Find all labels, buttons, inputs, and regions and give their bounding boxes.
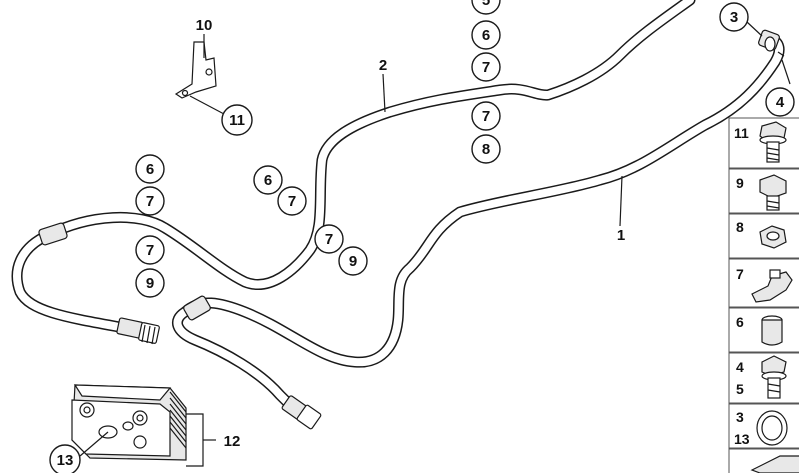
svg-text:7: 7 (288, 193, 296, 210)
label-10: 10 (196, 17, 213, 34)
bracket-10 (174, 41, 217, 99)
svg-text:8: 8 (482, 141, 490, 158)
callout-7-left2: 7 (135, 235, 165, 265)
callout-6-left: 6 (135, 154, 165, 184)
callout-11: 11 (221, 104, 253, 136)
svg-text:6: 6 (146, 161, 154, 178)
callout-7-center: 7 (277, 186, 307, 216)
legend-label: 6 (736, 314, 744, 330)
callout-7-center2: 7 (314, 224, 344, 254)
svg-text:4: 4 (776, 94, 785, 111)
svg-text:13: 13 (57, 452, 74, 469)
svg-text:5: 5 (482, 0, 490, 9)
label-2: 2 (379, 57, 387, 74)
legend-panel: 11 9 8 7 6 4 5 3 13 (728, 117, 799, 473)
legend-label: 8 (736, 219, 744, 235)
callout-13: 13 (49, 444, 81, 473)
callout-9-center: 9 (338, 246, 368, 276)
leader-lines (79, 21, 791, 467)
callout-7-mid: 7 (471, 101, 501, 131)
callout-9-left: 9 (135, 268, 165, 298)
plain-labels: 10 2 1 12 (196, 17, 626, 450)
label-1: 1 (617, 227, 625, 244)
pipe-line-1 (179, 32, 785, 368)
legend-label: 3 (736, 409, 744, 425)
flange-bolt-icon (759, 121, 787, 163)
svg-text:11: 11 (229, 112, 245, 129)
connector-left (116, 317, 160, 345)
hose-line-2 (11, 222, 160, 345)
callout-7-left: 7 (135, 186, 165, 216)
legend-label: 13 (734, 431, 750, 447)
callout-4: 4 (765, 87, 795, 117)
seal-ring-icon (756, 410, 788, 446)
svg-text:6: 6 (264, 172, 272, 189)
label-12: 12 (224, 433, 241, 450)
svg-text:7: 7 (482, 59, 490, 76)
legend-label: 7 (736, 266, 744, 282)
hose-line-1 (172, 295, 322, 430)
sleeve-icon (761, 315, 783, 346)
svg-text:9: 9 (349, 253, 357, 270)
pipe-end-fitting (758, 29, 780, 52)
svg-text:9: 9 (146, 275, 154, 292)
callout-7-top: 7 (471, 52, 501, 82)
clip-icon (751, 269, 793, 303)
svg-text:7: 7 (146, 193, 154, 210)
callouts: 5 6 7 7 8 3 4 11 6 7 7 9 6 7 7 9 13 (49, 0, 795, 473)
collar-bolt-icon (761, 355, 787, 399)
nut-icon (759, 225, 787, 249)
svg-text:7: 7 (482, 108, 490, 125)
callout-3: 3 (719, 2, 749, 32)
svg-text:3: 3 (730, 9, 738, 26)
connector-center (281, 395, 322, 430)
svg-text:7: 7 (325, 231, 333, 248)
legend-label: 9 (736, 175, 744, 191)
svg-text:6: 6 (482, 27, 490, 44)
legend-label: 4 (736, 359, 744, 375)
pipe-line-2 (42, 0, 696, 290)
svg-text:7: 7 (146, 242, 154, 259)
legend-label: 5 (736, 381, 744, 397)
callout-8: 8 (471, 134, 501, 164)
callout-6-top: 6 (471, 20, 501, 50)
callout-6-center: 6 (253, 165, 283, 195)
hex-bolt-icon (759, 174, 787, 211)
legend-label: 11 (734, 125, 749, 141)
callout-5-top: 5 (471, 0, 501, 15)
